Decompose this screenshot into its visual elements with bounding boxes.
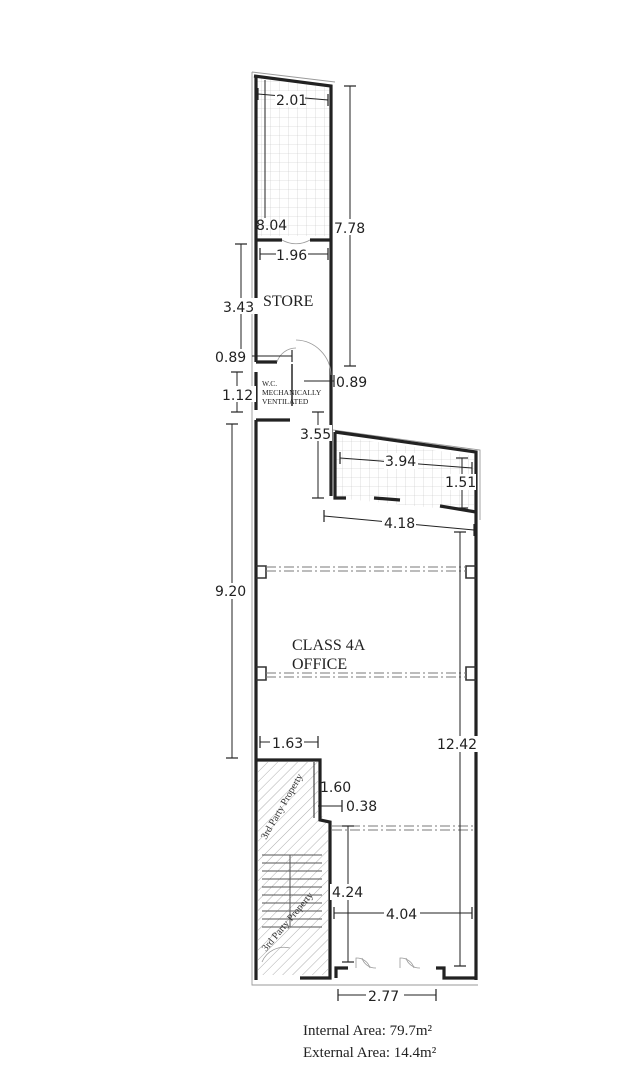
dim-1-63: 1.63 (272, 736, 303, 752)
room-wc-label-2: MECHANICALLY (262, 388, 322, 397)
dim-0-38: 0.38 (346, 799, 377, 815)
room-office-label-1: CLASS 4A (292, 637, 366, 654)
right-yard (332, 429, 481, 520)
dim-2-77: 2.77 (368, 989, 399, 1005)
internal-area-label: Internal Area: 79.7m² (303, 1023, 433, 1039)
dim-12-42: 12.42 (437, 737, 477, 753)
dim-4-18: 4.18 (384, 516, 415, 532)
beam-lines (266, 566, 474, 831)
dim-3-55: 3.55 (300, 427, 331, 443)
dim-4-04: 4.04 (386, 907, 417, 923)
dim-0-89-left: 0.89 (215, 350, 246, 366)
dim-7-78: 7.78 (334, 221, 365, 237)
site-outline (251, 72, 478, 986)
dim-1-60: 1.60 (320, 780, 351, 796)
dim-1-51: 1.51 (445, 475, 476, 491)
stairs (261, 854, 322, 963)
dim-2-01: 2.01 (276, 93, 307, 109)
dim-3-94: 3.94 (385, 454, 416, 470)
room-wc-label-1: W.C. (262, 379, 277, 388)
third-party-area (258, 762, 328, 975)
external-area-label: External Area: 14.4m² (303, 1045, 437, 1061)
dim-4-24: 4.24 (332, 885, 363, 901)
dim-3-43: 3.43 (223, 300, 254, 316)
door-swings (276, 239, 421, 969)
dim-9-20: 9.20 (215, 584, 246, 600)
dim-8-04: 8.04 (256, 218, 287, 234)
area-summary: Internal Area: 79.7m² External Area: 14.… (303, 1023, 437, 1061)
dimension-labels: 2.01 8.04 7.78 1.96 3.43 0.89 0.89 1.12 … (214, 91, 480, 1005)
room-store-label: STORE (263, 293, 313, 310)
dim-1-96: 1.96 (276, 248, 307, 264)
dim-1-12: 1.12 (222, 388, 253, 404)
top-yard (251, 71, 336, 236)
room-office-label-2: OFFICE (292, 656, 347, 673)
dim-0-89-right: 0.89 (336, 375, 367, 391)
room-wc-label-3: VENTILATED (262, 397, 309, 406)
